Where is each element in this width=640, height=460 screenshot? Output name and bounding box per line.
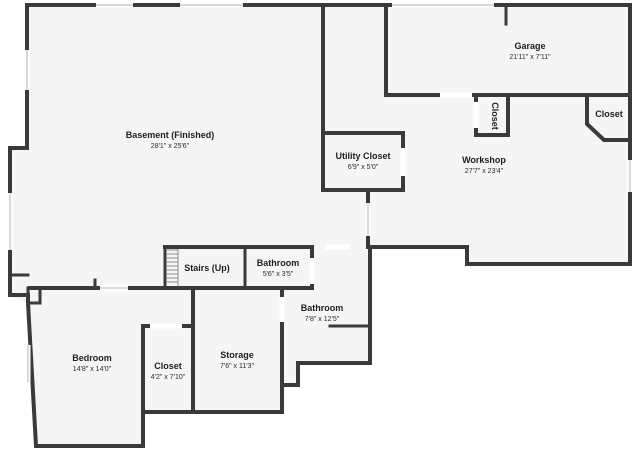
room-bathroom-small: Bathroom 5'6" x 3'5" [257,258,300,278]
room-label: Bathroom [257,258,300,268]
room-dimensions: 14'8" x 14'0" [73,366,112,373]
exterior-wall [8,3,632,448]
room-dimensions: 6'9" x 5'0" [348,164,379,171]
entry-notch-wall [8,273,42,305]
room-label: Closet [595,109,623,119]
room-label: Utility Closet [335,151,390,161]
room-dimensions: 21'11" x 7'11" [509,54,551,61]
utility-closet-wall [321,131,405,192]
room-dimensions: 7'8" x 12'5" [305,316,340,323]
room-label: Storage [220,350,254,360]
room-utility-closet: Utility Closet 6'9" x 5'0" [335,151,390,171]
room-dimensions: 28'1" x 25'6" [151,143,190,150]
room-bedroom: Bedroom 14'8" x 14'0" [72,353,112,373]
stair-treads [167,249,179,286]
corner-closet-wall [585,93,632,142]
room-label: Bedroom [72,353,112,363]
room-label: Stairs (Up) [184,263,230,273]
room-dimensions: 5'6" x 3'5" [263,271,294,278]
room-label: Closet [490,102,500,130]
room-garage: Garage 21'11" x 7'11" [509,41,551,61]
room-garage-closet: Closet [490,102,500,130]
room-corner-closet: Closet [595,109,623,119]
room-label: Closet [154,361,182,371]
room-workshop: Workshop 27'7" x 23'4" [462,155,506,175]
room-bedroom-closet: Closet 4'2" x 7'10" [151,361,186,381]
windows [7,2,633,382]
room-basement: Basement (Finished) 28'1" x 25'6" [126,130,215,150]
room-dimensions: 27'7" x 23'4" [465,168,504,175]
room-label: Garage [514,41,545,51]
room-bathroom-large: Bathroom 7'8" x 12'5" [301,303,344,323]
room-label: Bathroom [301,303,344,313]
room-label: Basement (Finished) [126,130,215,140]
room-label: Workshop [462,155,506,165]
room-stairs: Stairs (Up) [184,263,230,273]
floor-area [10,5,630,446]
garage-wall [384,3,632,97]
room-storage: Storage 7'6" x 11'3" [220,350,254,370]
room-dimensions: 4'2" x 7'10" [151,374,186,381]
room-dimensions: 7'6" x 11'3" [220,363,254,370]
